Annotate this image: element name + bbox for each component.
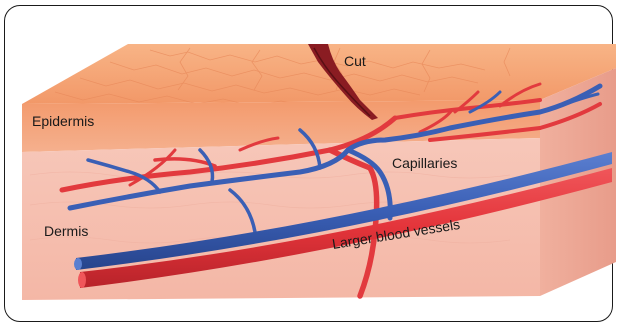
label-capillaries: Capillaries <box>392 155 457 171</box>
vein-end <box>74 258 82 270</box>
artery-end <box>78 272 86 288</box>
label-dermis: Dermis <box>44 223 88 239</box>
label-cut: Cut <box>344 53 366 69</box>
label-epidermis: Epidermis <box>32 113 94 129</box>
